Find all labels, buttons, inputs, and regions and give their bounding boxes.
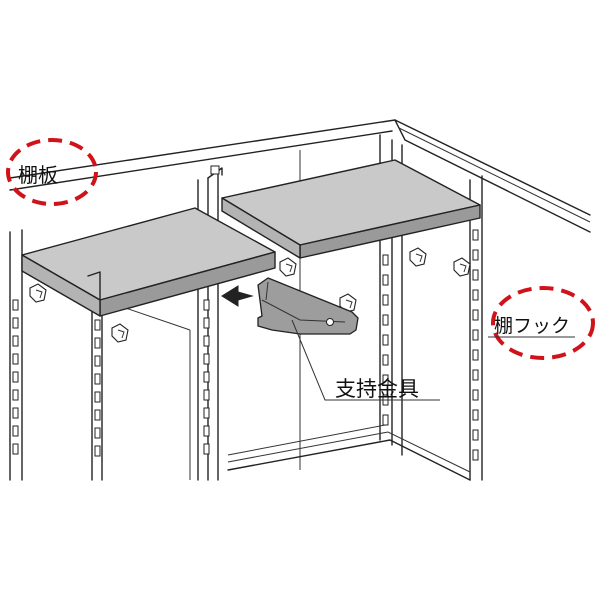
shelf-hook [279, 257, 297, 277]
support-bracket [257, 277, 440, 401]
shelf-hook [339, 293, 357, 313]
shelf-hook [111, 323, 129, 343]
slot-column-left [12, 299, 19, 455]
shelf-board-back [221, 159, 481, 259]
support-bracket-label: 支持金具 [335, 377, 419, 401]
shelf-hook-callout: 棚フック [488, 286, 595, 360]
shelf-board-callout: 棚板 [6, 138, 98, 206]
shelf-hook [409, 247, 427, 267]
shelf-board-label: 棚板 [18, 163, 58, 187]
slot-column-mid-left [94, 319, 101, 457]
shelf-board-front [21, 207, 276, 317]
shelf-hook [453, 257, 471, 277]
shelf-hook-label: 棚フック [494, 315, 570, 337]
slot-column-middle [203, 299, 210, 455]
shelf-hook [29, 283, 47, 303]
slot-column-far-right [472, 229, 479, 461]
insert-arrow-icon [221, 285, 254, 307]
